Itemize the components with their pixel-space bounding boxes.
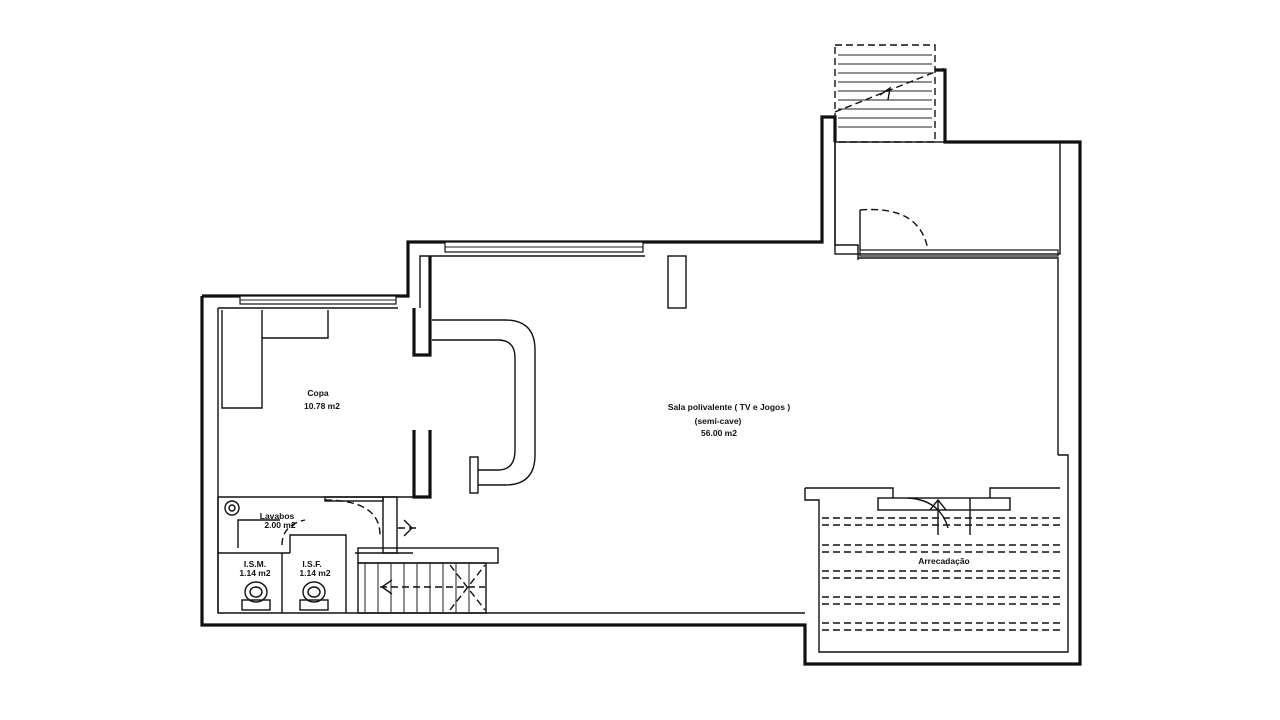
sala-label: Sala polivalente ( TV e Jogos ): [668, 402, 791, 412]
partition-curve: [432, 319, 536, 494]
wc-block: Lavabos 2.00 m2 I.S.M. 1.14 m2 I.S.F. 1.…: [217, 496, 418, 613]
lavabos-label: Lavabos: [260, 511, 295, 521]
copa-label: Copa: [307, 388, 329, 398]
ism-area: 1.14 m2: [239, 568, 270, 578]
window-entrance: [859, 249, 1059, 257]
door-swing-icon: [859, 208, 929, 251]
outer-walls: [200, 68, 1082, 666]
windows: [239, 241, 1059, 305]
entrance-stair: [834, 44, 1061, 255]
ism-label: I.S.M.: [244, 559, 266, 569]
arrecadacao-room: Arrecadação: [822, 497, 1062, 631]
isf-area: 1.14 m2: [299, 568, 330, 578]
interior-stair: [357, 547, 499, 614]
copa-room: Copa 10.78 m2: [218, 256, 432, 499]
pillar: [667, 255, 687, 309]
sala-sublabel: (semi-cave): [695, 416, 742, 426]
stair-arrow-icon: [380, 579, 393, 595]
sala-area: 56.00 m2: [701, 428, 737, 438]
toilet-icon: [299, 581, 329, 611]
washbasin-icon: [224, 500, 240, 516]
stair-arrow-icon: [879, 86, 891, 101]
copa-area: 10.78 m2: [304, 401, 340, 411]
door-swing-icon: [324, 499, 381, 536]
arrecadacao-label: Arrecadação: [918, 556, 970, 566]
isf-label: I.S.F.: [302, 559, 321, 569]
lavabos-area: 2.00 m2: [264, 520, 295, 530]
toilet-icon: [241, 581, 271, 611]
